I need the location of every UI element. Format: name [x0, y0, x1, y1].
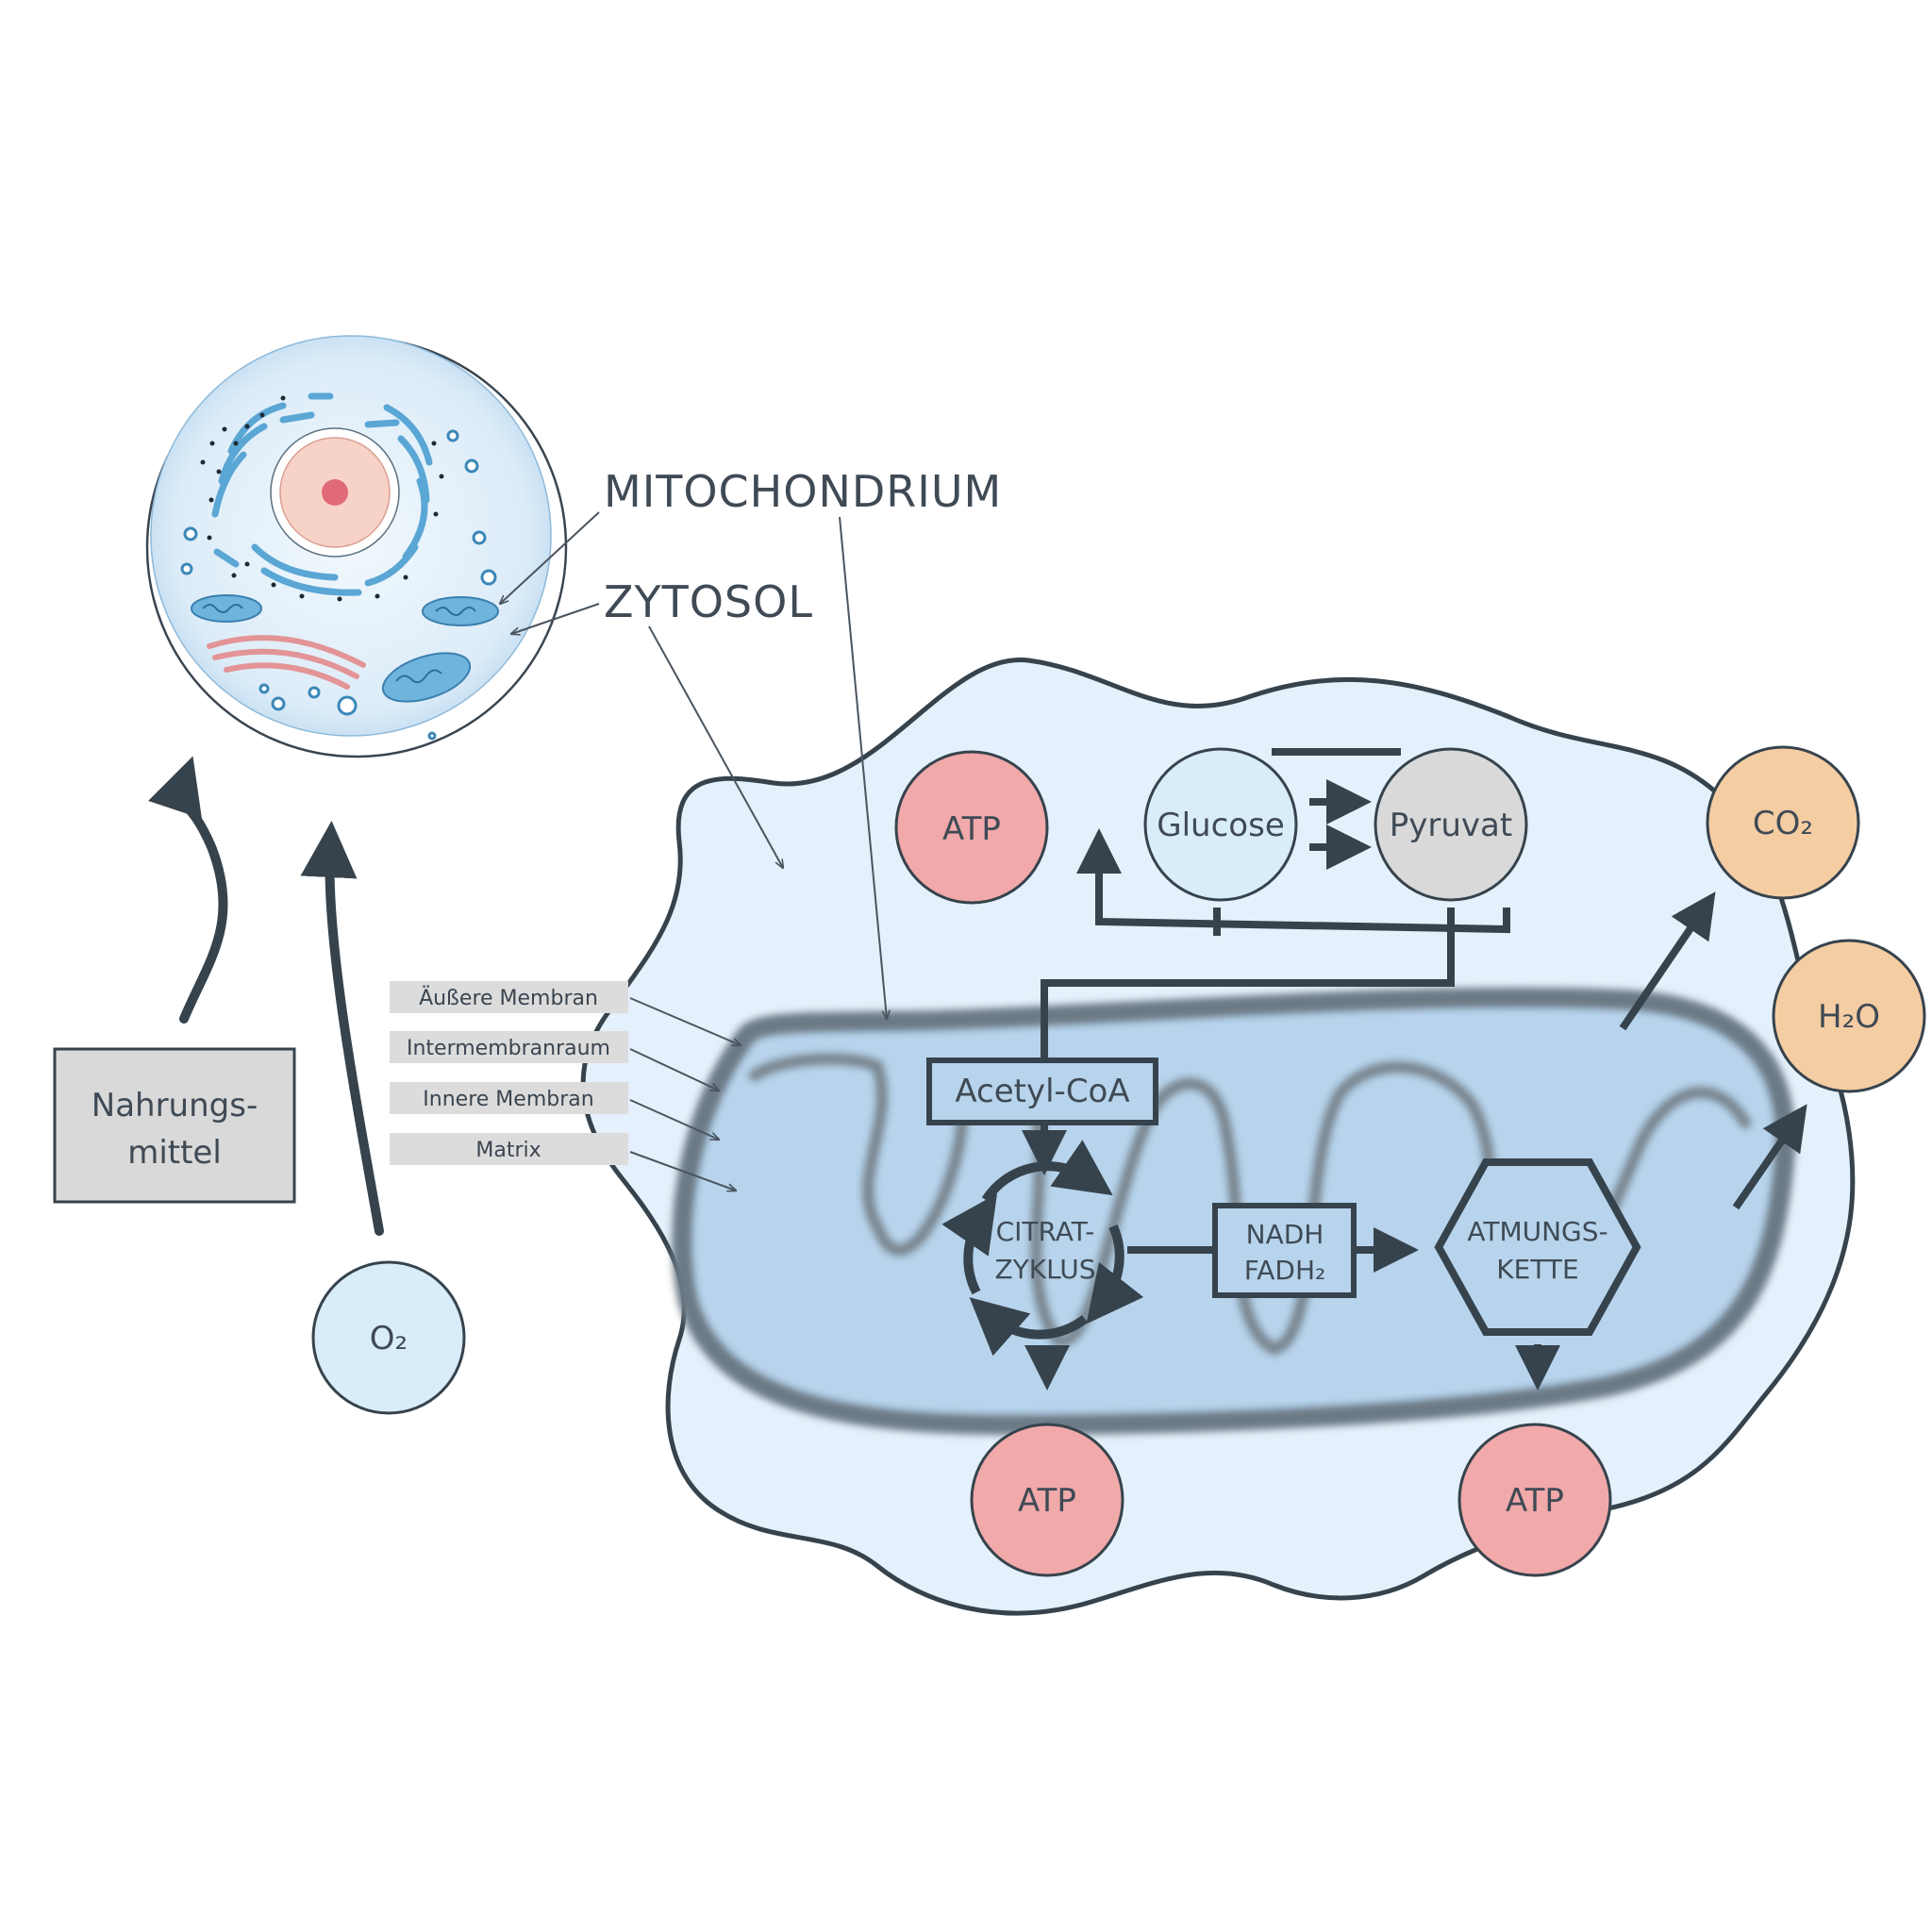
mitochondrium-title: MITOCHONDRIUM [604, 466, 1002, 517]
atmungskette-label-2: KETTE [1496, 1254, 1578, 1285]
legend-box-1 [390, 981, 628, 1013]
legend-box-2 [390, 1031, 628, 1063]
atp-bottom-right-label: ATP [1506, 1482, 1564, 1520]
cell-mitochondria [191, 594, 499, 703]
pyruvat-node: Pyruvat [1374, 747, 1528, 902]
h2o-label: H₂O [1818, 998, 1880, 1036]
glucose-label: Glucose [1157, 807, 1284, 844]
legend-label-aeussere-membran: Äußere Membran [419, 986, 598, 1010]
nahrungsmittel-box: Nahrungs- mittel [53, 1047, 296, 1204]
atp-top-label: ATP [942, 810, 1001, 848]
ribosome-dots [200, 395, 444, 602]
input-arrows [148, 756, 384, 1236]
acetyl-coa-box: Acetyl-CoA [926, 1058, 1158, 1125]
pyruvat-label: Pyruvat [1390, 807, 1512, 844]
atp-node-top: ATP [894, 750, 1049, 905]
o2-node: O₂ [311, 1260, 466, 1415]
atp-node-bottom-left: ATP [970, 1423, 1124, 1577]
legend-label-matrix: Matrix [475, 1139, 541, 1162]
citrate-cycle-label-2: ZYKLUS [994, 1254, 1095, 1285]
nadh-fadh2-box: NADH FADH₂ [1212, 1203, 1357, 1298]
citrate-cycle-ring [941, 1140, 1144, 1357]
o2-label: O₂ [370, 1320, 408, 1357]
nahrungsmittel-label-2: mittel [127, 1134, 222, 1172]
nucleus [270, 427, 400, 558]
er-strands [211, 392, 433, 596]
citrate-cycle-label-1: CITRAT- [996, 1216, 1095, 1247]
atmungskette-label-1: ATMUNGS- [1467, 1216, 1607, 1247]
nadh-label: NADH [1246, 1219, 1324, 1250]
legend-label-intermembranraum: Intermembranraum [407, 1037, 610, 1060]
legend-box-4 [390, 1133, 628, 1165]
nahrungsmittel-label-1: Nahrungs- [92, 1087, 258, 1124]
connector-lines [1022, 828, 1807, 1391]
zytosol-title: ZYTOSOL [604, 576, 813, 627]
membrane-legend: Äußere Membran Intermembranraum Innere M… [390, 981, 628, 1165]
legend-box-3 [390, 1082, 628, 1114]
atp-node-bottom-right: ATP [1457, 1423, 1612, 1577]
co2-node: CO₂ [1706, 745, 1860, 900]
cell-illustration [145, 335, 568, 758]
pointer-lines [500, 511, 887, 1191]
atmungskette-hexagon: ATMUNGS- KETTE [1434, 1158, 1641, 1336]
atp-bottom-left-label: ATP [1018, 1482, 1076, 1520]
glycolysis-arrows [1272, 748, 1401, 870]
co2-label: CO₂ [1753, 805, 1813, 842]
glucose-node: Glucose [1143, 747, 1298, 902]
h2o-node: H₂O [1772, 939, 1926, 1093]
acetyl-coa-label: Acetyl-CoA [955, 1073, 1129, 1110]
golgi-apparatus [207, 635, 366, 690]
fadh2-label: FADH₂ [1244, 1255, 1326, 1286]
vesicles [180, 429, 497, 741]
legend-label-innere-membran: Innere Membran [423, 1088, 593, 1111]
